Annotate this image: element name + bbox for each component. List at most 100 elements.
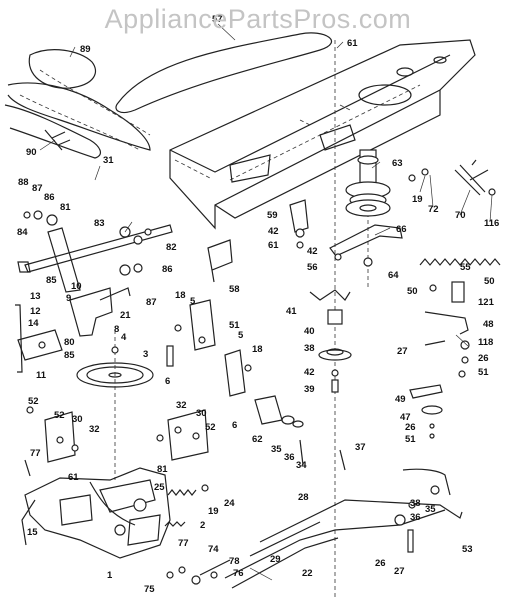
clutch-linkage bbox=[17, 210, 173, 337]
callout-59: 59 bbox=[267, 210, 278, 221]
callout-51b: 51 bbox=[405, 434, 416, 445]
callout-64: 64 bbox=[388, 270, 399, 281]
callout-36: 36 bbox=[284, 452, 295, 463]
callout-labels: 57 89 61 90 31 88 87 86 81 83 82 84 85 8… bbox=[17, 14, 499, 595]
callout-77b: 77 bbox=[178, 538, 189, 549]
callout-19: 19 bbox=[412, 194, 423, 205]
callout-57: 57 bbox=[212, 14, 223, 25]
extension-spring bbox=[419, 258, 501, 266]
callout-89: 89 bbox=[80, 44, 91, 55]
callout-6b: 6 bbox=[232, 420, 237, 431]
chassis-frame bbox=[169, 39, 476, 230]
callout-80: 80 bbox=[64, 337, 75, 348]
callout-118: 118 bbox=[478, 337, 493, 348]
callout-18b: 18 bbox=[252, 344, 263, 355]
callout-28: 28 bbox=[298, 492, 309, 503]
callout-40: 40 bbox=[304, 326, 315, 337]
shift-bracket-right bbox=[156, 409, 209, 461]
shift-bracket-left bbox=[24, 406, 79, 477]
callout-75: 75 bbox=[144, 584, 155, 595]
callout-56: 56 bbox=[307, 262, 318, 273]
callout-77: 77 bbox=[30, 448, 41, 459]
callout-58: 58 bbox=[229, 284, 240, 295]
callout-83: 83 bbox=[94, 218, 105, 229]
callout-90: 90 bbox=[26, 147, 37, 158]
callout-13: 13 bbox=[30, 291, 41, 302]
callout-41: 41 bbox=[286, 306, 297, 317]
transaxle-springs bbox=[164, 484, 209, 527]
idler-bracket bbox=[289, 199, 403, 267]
callout-84: 84 bbox=[17, 227, 28, 238]
callout-47: 47 bbox=[400, 412, 411, 423]
rear-bracket bbox=[408, 159, 496, 196]
callout-22: 22 bbox=[302, 568, 313, 579]
callout-50b: 50 bbox=[484, 276, 495, 287]
callout-38: 38 bbox=[304, 343, 315, 354]
brake-bracket bbox=[15, 304, 63, 373]
callout-52: 52 bbox=[28, 396, 39, 407]
callout-11: 11 bbox=[36, 370, 47, 381]
callout-26: 26 bbox=[478, 353, 489, 364]
callout-86: 86 bbox=[44, 192, 55, 203]
drive-belt bbox=[115, 32, 333, 114]
callout-5b: 5 bbox=[238, 330, 244, 341]
callout-6: 6 bbox=[165, 376, 170, 387]
callout-30b: 30 bbox=[196, 408, 207, 419]
callout-51c: 51 bbox=[229, 320, 240, 331]
callout-76: 76 bbox=[233, 568, 244, 579]
callout-49: 49 bbox=[395, 394, 406, 405]
callout-87: 87 bbox=[32, 183, 43, 194]
callout-2: 2 bbox=[200, 520, 205, 531]
callout-27: 27 bbox=[397, 346, 408, 357]
callout-26b: 26 bbox=[405, 422, 416, 433]
callout-26c: 26 bbox=[375, 558, 386, 569]
callout-15: 15 bbox=[27, 527, 38, 538]
callout-52c: 52 bbox=[205, 422, 216, 433]
transaxle bbox=[21, 467, 171, 559]
callout-3: 3 bbox=[143, 349, 148, 360]
callout-5: 5 bbox=[190, 296, 196, 307]
callout-8: 8 bbox=[114, 324, 119, 335]
callout-70: 70 bbox=[455, 210, 466, 221]
shift-rods bbox=[224, 468, 463, 589]
callout-63: 63 bbox=[392, 158, 403, 169]
callout-82: 82 bbox=[166, 242, 177, 253]
hardware-bottom bbox=[166, 559, 231, 585]
callout-42b: 42 bbox=[307, 246, 318, 257]
callout-42c: 42 bbox=[304, 367, 315, 378]
callout-61: 61 bbox=[347, 38, 358, 49]
callout-32: 32 bbox=[89, 424, 100, 435]
callout-48: 48 bbox=[483, 319, 494, 330]
callout-121: 121 bbox=[478, 297, 495, 308]
callout-39: 39 bbox=[304, 384, 315, 395]
mounting-bracket bbox=[207, 239, 233, 283]
callout-61b: 61 bbox=[268, 240, 279, 251]
callout-51: 51 bbox=[478, 367, 489, 378]
leader-lines bbox=[39, 23, 493, 581]
callout-30: 30 bbox=[72, 414, 83, 425]
callout-38b: 38 bbox=[410, 498, 421, 509]
callout-74: 74 bbox=[208, 544, 219, 555]
callout-62: 62 bbox=[252, 434, 263, 445]
callout-37: 37 bbox=[355, 442, 366, 453]
callout-12: 12 bbox=[30, 306, 41, 317]
callout-81b: 81 bbox=[157, 464, 168, 475]
fender-seat bbox=[4, 49, 151, 159]
callout-19b: 19 bbox=[208, 506, 219, 517]
callout-21: 21 bbox=[120, 310, 131, 321]
brake-arm-assembly bbox=[409, 281, 470, 439]
callout-4: 4 bbox=[121, 332, 127, 343]
callout-85: 85 bbox=[46, 275, 57, 286]
callout-25: 25 bbox=[154, 482, 165, 493]
callout-29: 29 bbox=[270, 554, 281, 565]
callout-85b: 85 bbox=[64, 350, 75, 361]
callout-52b: 52 bbox=[54, 410, 65, 421]
callout-9: 9 bbox=[66, 293, 71, 304]
callout-1: 1 bbox=[107, 570, 113, 581]
callout-87b: 87 bbox=[146, 297, 157, 308]
callout-36b: 36 bbox=[410, 512, 421, 523]
callout-116: 116 bbox=[484, 218, 499, 229]
callout-10: 10 bbox=[71, 281, 82, 292]
idler-pulley-column bbox=[309, 289, 352, 393]
